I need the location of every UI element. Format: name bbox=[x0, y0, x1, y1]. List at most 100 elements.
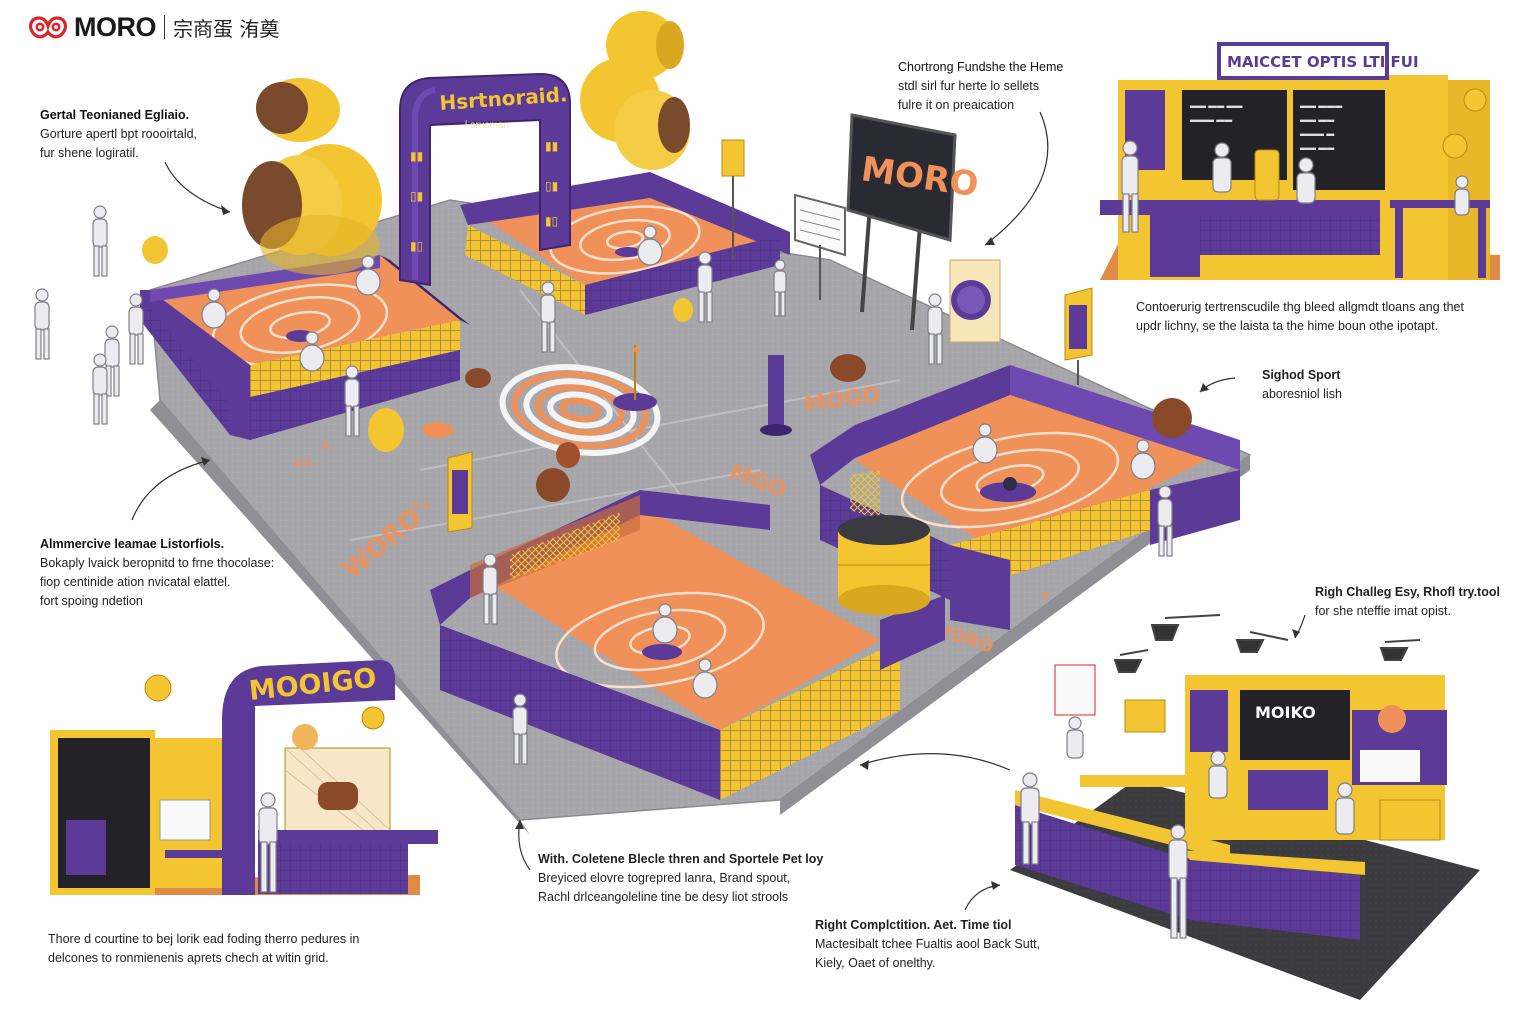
annotation-line: Sighod Sport bbox=[1262, 368, 1341, 382]
sign-post-right bbox=[1064, 287, 1093, 385]
svg-text:✕: ✕ bbox=[1040, 588, 1051, 603]
annotation-line: Right Complctition. Aet. Time tiol bbox=[815, 918, 1012, 932]
annotation-line: With. Coletene Blecle thren and Sportele… bbox=[538, 852, 824, 866]
person-figure bbox=[512, 693, 528, 765]
person-figure bbox=[258, 792, 278, 893]
annotation-heading: Almmercive leamae Listorfiols. bbox=[40, 537, 225, 551]
arrow-head bbox=[860, 760, 869, 770]
person-figure bbox=[1168, 824, 1188, 939]
scoreboard bbox=[794, 193, 846, 300]
svg-text:▬▬▬ ▬▬: ▬▬▬ ▬▬ bbox=[1190, 115, 1232, 124]
court-bottom bbox=[430, 490, 945, 800]
annotation-line: Thore d courtine to bej lorik ead foding… bbox=[48, 932, 360, 946]
round-sign-board bbox=[949, 259, 1001, 343]
annotation-bottom-right: Right Complctition. Aet. Time tiol Macte… bbox=[815, 916, 1040, 973]
arch-subtitle: l arusman bbox=[465, 120, 509, 131]
annotation-line: stdl sirl fur herte lo sellets bbox=[898, 79, 1040, 93]
annotation-heading: Gertal Teonianed Egliaio. bbox=[40, 108, 190, 122]
annotation-line: for she nteffie imat opist. bbox=[1315, 604, 1451, 618]
booth-bottom-left: MOOIGO bbox=[50, 660, 438, 895]
person-figure bbox=[773, 259, 787, 317]
svg-text:✕: ✕ bbox=[320, 438, 331, 453]
arrow-head bbox=[991, 881, 1000, 890]
person-figure bbox=[1208, 750, 1228, 799]
person-figure bbox=[927, 293, 943, 365]
person-figure bbox=[128, 293, 144, 365]
person-figure bbox=[540, 281, 556, 353]
annotation-line: fiop centinide ation nvicatal elattel. bbox=[40, 575, 231, 589]
svg-text:▬▬ ▬▬: ▬▬ ▬▬ bbox=[1300, 115, 1334, 124]
person-figure bbox=[299, 331, 325, 372]
yellow-cylinder-stack-top bbox=[580, 11, 690, 170]
brand-header: MORO 宗商蛋 洧奠 bbox=[26, 10, 279, 44]
person-figure bbox=[652, 603, 678, 644]
person-figure bbox=[1454, 175, 1470, 216]
annotation-line: Breyiced elovre togrepred lanra, Brand s… bbox=[538, 871, 791, 885]
arrow-heads bbox=[201, 205, 1300, 890]
person-figure bbox=[344, 365, 360, 437]
svg-text:✕✕: ✕✕ bbox=[292, 456, 314, 471]
market-header-sign: MAICCET OPTIS LTI FUI bbox=[1227, 53, 1419, 71]
callout-arrow bbox=[859, 753, 1011, 771]
svg-text:▯▮: ▯▮ bbox=[545, 179, 558, 193]
person-figure bbox=[1212, 142, 1232, 193]
brand-divider bbox=[164, 15, 165, 39]
annotation-bottom-center: With. Coletene Blecle thren and Sportele… bbox=[538, 850, 823, 907]
sign-post-yellow-top bbox=[721, 139, 745, 260]
callout-arrow bbox=[984, 111, 1049, 246]
annotation-mid-left: Almmercive leamae Listorfiols. Bokaply l… bbox=[40, 535, 274, 611]
yellow-cylinder-stack-left bbox=[242, 78, 382, 275]
callout-arrows bbox=[131, 111, 1306, 911]
person-figure bbox=[692, 658, 718, 699]
person-figure bbox=[1335, 782, 1355, 835]
svg-text:▮▯: ▮▯ bbox=[410, 239, 423, 253]
market-booth: MAICCET OPTIS LTI FUI ▬▬ ▬▬ ▬▬ ▬▬▬ ▬▬ ▬▬ … bbox=[1100, 42, 1500, 280]
svg-text:▯▮: ▯▮ bbox=[410, 189, 423, 203]
entrance-arch: Hsrtnoraid. l arusman ▮▮▯▮▮▯ ▮▮▯▮▮▯ bbox=[399, 72, 571, 287]
svg-text:▬▬▬ ▬: ▬▬▬ ▬ bbox=[1300, 129, 1334, 138]
annotation-top-center: Chortrong Fundshe the Heme stdl sirl fur… bbox=[898, 58, 1063, 115]
person-figure bbox=[1020, 772, 1040, 865]
annotation-line: fort spoing ndetion bbox=[40, 594, 143, 608]
person-figure bbox=[34, 288, 50, 360]
person-figure bbox=[1121, 140, 1139, 233]
arrow-head bbox=[1292, 629, 1300, 638]
person-figure bbox=[972, 423, 998, 464]
person-figure bbox=[104, 325, 120, 397]
arrow-head bbox=[1200, 383, 1209, 392]
annotation-line: Contoerurig tertrenscudile thg bleed all… bbox=[1136, 300, 1464, 314]
annotation-right-challenge: Righ Challeg Esy, Rhofl try.tool for she… bbox=[1315, 583, 1500, 621]
person-figure bbox=[1130, 439, 1156, 480]
callout-arrow bbox=[164, 161, 231, 213]
annotation-line: aboresniol lish bbox=[1262, 387, 1342, 401]
person-figure bbox=[355, 255, 381, 296]
person-figure bbox=[92, 353, 108, 425]
arrow-head bbox=[985, 237, 995, 245]
person-figure bbox=[637, 225, 663, 266]
booth-bottom-right: MOIKO bbox=[1010, 614, 1480, 1000]
annotation-top-left: Gertal Teonianed Egliaio. Gorture apertl… bbox=[40, 106, 197, 163]
person-figure bbox=[482, 553, 498, 625]
brand-tagline: 宗商蛋 洧奠 bbox=[173, 16, 280, 41]
annotation-line: Mactesibalt tchee Fualtis aool Back Sutt… bbox=[815, 937, 1041, 951]
svg-text:▬▬ ▬▬: ▬▬ ▬▬ bbox=[1300, 143, 1334, 152]
person-figure bbox=[1157, 485, 1173, 557]
arrow-head bbox=[221, 205, 230, 215]
annotation-line: updr lichny, se the laista ta the hime b… bbox=[1136, 319, 1439, 333]
annotation-line: Bokaply lvaick beropnitd to frne thocola… bbox=[40, 556, 275, 570]
person-figure bbox=[1066, 716, 1084, 759]
billboard: MORO bbox=[846, 113, 981, 331]
annotation-line: Righ Challeg Esy, Rhofl try.tool bbox=[1315, 585, 1500, 599]
annotation-line: fulre it on preaication bbox=[898, 98, 1015, 112]
annotation-line: Kiely, Oaet of onelthy. bbox=[815, 956, 936, 970]
moro-logo-icon bbox=[28, 16, 68, 39]
sign-post-yellow-mid bbox=[447, 451, 473, 533]
annotation-line: Rachl drlceangoleline tine be desy liot … bbox=[538, 890, 789, 904]
annotation-line: fur shene logiratil. bbox=[40, 146, 139, 160]
ball-props bbox=[142, 236, 1192, 502]
svg-text:▬▬ ▬▬ ▬▬: ▬▬ ▬▬ ▬▬ bbox=[1190, 101, 1242, 110]
court-right bbox=[810, 365, 1240, 630]
svg-text:▮▯: ▮▯ bbox=[545, 214, 558, 228]
booth-right-sign: MOIKO bbox=[1255, 703, 1316, 722]
